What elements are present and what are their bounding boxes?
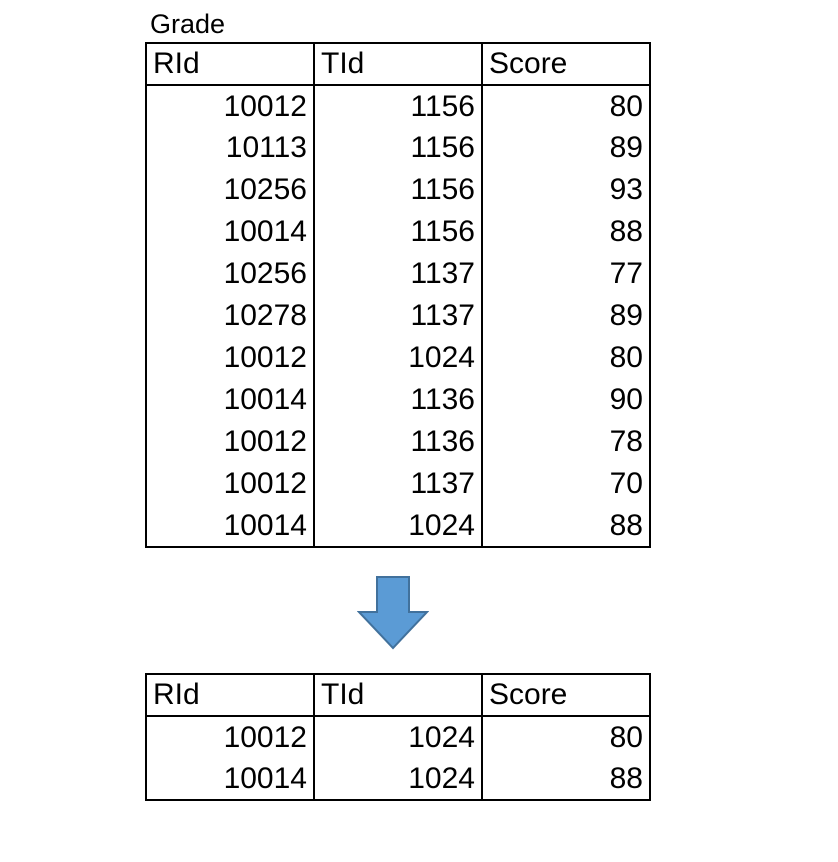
- tid-cell: 1137: [313, 463, 483, 505]
- score-cell: 89: [481, 295, 651, 337]
- score-cell: 77: [481, 253, 651, 295]
- column-header-score: Score: [481, 673, 651, 717]
- header-row: RId TId Score: [145, 42, 651, 86]
- rid-cell: 10012: [145, 463, 315, 505]
- column-header-rid: RId: [145, 42, 315, 86]
- arrow-shape: [357, 576, 429, 650]
- tid-cell: 1156: [313, 211, 483, 253]
- rid-cell: 10012: [145, 716, 315, 758]
- rid-cell: 10014: [145, 211, 315, 253]
- rid-cell: 10012: [145, 421, 315, 463]
- score-cell: 88: [481, 211, 651, 253]
- score-cell: 80: [481, 716, 651, 758]
- down-arrow-icon: [357, 576, 429, 650]
- rid-cell: 10256: [145, 169, 315, 211]
- tid-cell: 1156: [313, 85, 483, 127]
- score-cell: 78: [481, 421, 651, 463]
- tid-cell: 1024: [313, 758, 483, 801]
- tid-cell: 1156: [313, 127, 483, 169]
- score-cell: 80: [481, 337, 651, 379]
- rid-cell: 10012: [145, 337, 315, 379]
- rid-cell: 10256: [145, 253, 315, 295]
- rid-cell: 10113: [145, 127, 315, 169]
- column-header-score: Score: [481, 42, 651, 86]
- tid-cell: 1024: [313, 716, 483, 758]
- score-cell: 88: [481, 758, 651, 801]
- tid-cell: 1024: [313, 337, 483, 379]
- score-cell: 88: [481, 505, 651, 548]
- score-cell: 80: [481, 85, 651, 127]
- tid-cell: 1156: [313, 169, 483, 211]
- rid-cell: 10014: [145, 758, 315, 801]
- header-row: RId TId Score: [145, 673, 651, 717]
- rid-cell: 10278: [145, 295, 315, 337]
- tid-cell: 1136: [313, 379, 483, 421]
- column-header-rid: RId: [145, 673, 315, 717]
- rid-cell: 10014: [145, 379, 315, 421]
- rid-cell: 10014: [145, 505, 315, 548]
- score-cell: 70: [481, 463, 651, 505]
- table-caption: Grade: [150, 9, 226, 39]
- rid-cell: 10012: [145, 85, 315, 127]
- tid-cell: 1137: [313, 295, 483, 337]
- column-header-tid: TId: [313, 42, 483, 86]
- tid-cell: 1136: [313, 421, 483, 463]
- score-cell: 89: [481, 127, 651, 169]
- score-cell: 90: [481, 379, 651, 421]
- column-header-tid: TId: [313, 673, 483, 717]
- tid-cell: 1024: [313, 505, 483, 548]
- tid-cell: 1137: [313, 253, 483, 295]
- score-cell: 93: [481, 169, 651, 211]
